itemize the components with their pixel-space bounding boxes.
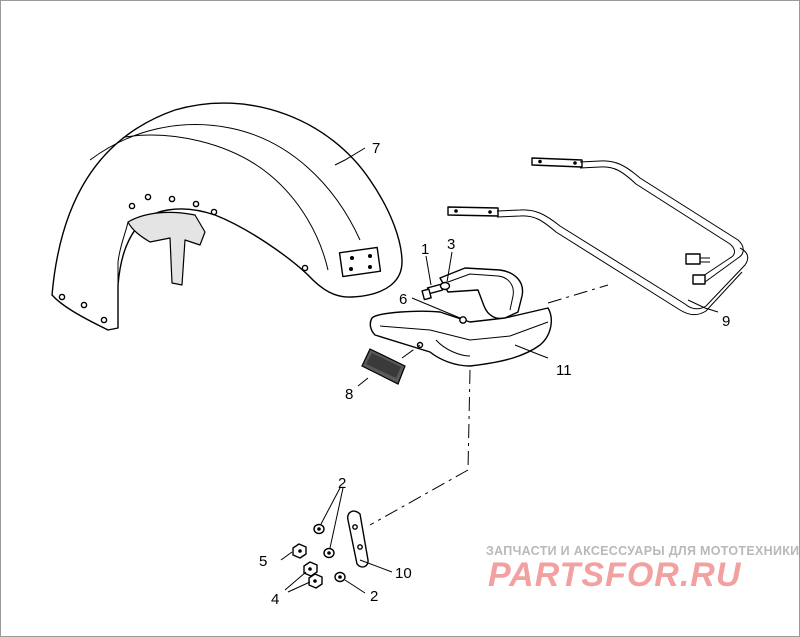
bracket-plate — [346, 510, 393, 573]
callout-2-top: 2 — [338, 475, 346, 492]
hardware-top — [411, 251, 467, 324]
assembly-lines — [369, 284, 609, 526]
callout-11: 11 — [556, 362, 572, 379]
watermark-logo: PARTSFOR.RU — [488, 556, 742, 594]
watermark: ЗАПЧАСТИ И АКСЕССУАРЫ ДЛЯ МОТОТЕХНИКИ PA… — [486, 544, 799, 594]
callout-4: 4 — [271, 591, 279, 608]
fender-support-rails — [447, 157, 749, 316]
callout-1: 1 — [421, 241, 429, 258]
callout-7: 7 — [372, 140, 380, 157]
hardware-bottom — [280, 487, 366, 594]
reflector — [357, 344, 421, 387]
callout-labels: 1 3 6 7 9 11 8 2 5 10 4 2 — [259, 140, 730, 608]
callout-10: 10 — [395, 565, 412, 582]
callout-9: 9 — [722, 313, 730, 330]
callout-6: 6 — [399, 291, 407, 308]
callout-2-bottom: 2 — [370, 588, 378, 605]
callout-5: 5 — [259, 553, 267, 570]
rear-fender — [51, 102, 403, 331]
watermark-tagline: ЗАПЧАСТИ И АКСЕССУАРЫ ДЛЯ МОТОТЕХНИКИ — [486, 544, 799, 558]
license-bracket — [369, 267, 552, 367]
callout-8: 8 — [345, 386, 353, 403]
callout-3: 3 — [447, 236, 455, 253]
